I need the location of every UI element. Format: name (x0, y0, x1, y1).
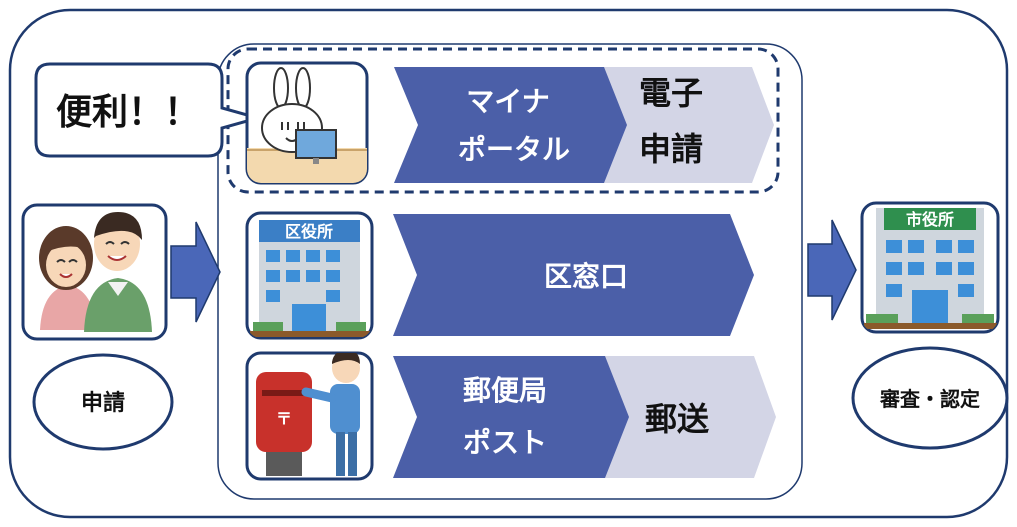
route-ward-chevron (393, 214, 754, 336)
speech-bubble-text: 便利！！ (56, 92, 200, 133)
rabbit-mascot-icon (247, 67, 367, 183)
route-mail-chevron-dark (393, 356, 629, 478)
outer-frame (8, 8, 1009, 519)
flow-arrow-to-routes (170, 221, 221, 323)
review-label-oval: 審査・認定 (851, 346, 1009, 450)
family-icon (39, 212, 152, 332)
svg-text:〒: 〒 (276, 409, 292, 428)
route-online-method-line1: 電子 (639, 74, 703, 112)
route-online-chevron-dark (394, 67, 627, 183)
route-online-portal-line2: ポータル (458, 133, 570, 166)
route-online: マイナ ポータル 電子 申請 (245, 61, 774, 185)
applicant-label: 申請 (81, 390, 125, 416)
city-office-card: 市役所 (860, 201, 1000, 334)
route-ward-counter: 区役所 区窓口 (245, 211, 754, 340)
route-online-portal-line1: マイナ (466, 85, 549, 118)
route-mail-chevron-light (578, 356, 776, 478)
applicant-label-oval: 申請 (32, 353, 174, 451)
applicant-family-card (21, 203, 168, 341)
city-office-sign: 市役所 (906, 210, 954, 229)
ward-office-sign: 区役所 (285, 222, 333, 241)
speech-bubble: 便利！！ (34, 62, 264, 158)
route-ward-label: 区窓口 (544, 260, 628, 293)
postbox-person-icon: 〒 (256, 353, 360, 476)
route-mail-method: 郵送 (645, 400, 709, 438)
route-mail-post-line1: 郵便局 (463, 374, 547, 407)
route-mail: 〒 郵便局 ポスト 郵送 (245, 351, 776, 481)
route-online-chevron-light (578, 67, 774, 183)
ward-office-building-icon: 区役所 (250, 220, 370, 337)
flow-arrow-to-city-office (807, 219, 857, 321)
review-label: 審査・認定 (879, 387, 980, 411)
route-online-method-line2: 申請 (639, 130, 703, 168)
city-office-building-icon: 市役所 (864, 208, 998, 329)
route-mail-post-line2: ポスト (463, 426, 547, 459)
